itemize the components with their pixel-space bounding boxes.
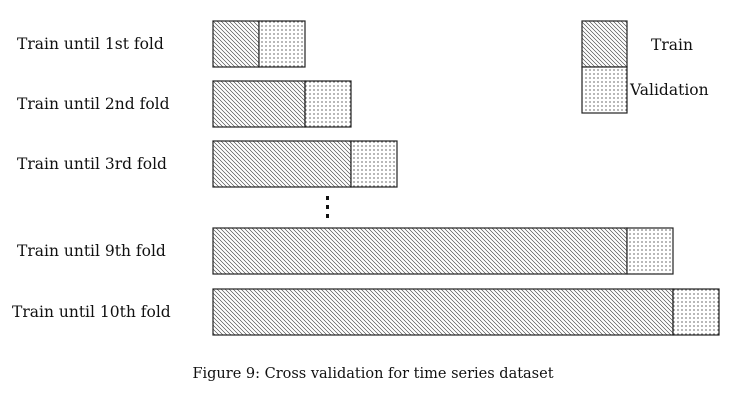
validation-segment-fold-2 xyxy=(304,80,352,128)
legend: Train Validation xyxy=(581,20,709,114)
figure-caption: Figure 9: Cross validation for time seri… xyxy=(192,366,553,382)
validation-segment-fold-4 xyxy=(626,227,674,275)
fold-bars xyxy=(212,20,720,336)
fold-label-9: Train until 9th fold xyxy=(17,242,166,260)
ellipsis-icon xyxy=(326,196,329,218)
validation-segment-fold-1 xyxy=(258,20,306,68)
legend-validation-swatch xyxy=(581,66,628,114)
legend-train-swatch xyxy=(581,20,628,68)
train-segment-fold-1 xyxy=(212,20,260,68)
train-segment-fold-2 xyxy=(212,80,306,128)
train-segment-fold-3 xyxy=(212,140,352,188)
fold-label-1: Train until 1st fold xyxy=(17,35,164,53)
fold-label-10: Train until 10th fold xyxy=(12,303,171,321)
validation-segment-fold-5 xyxy=(672,288,720,336)
legend-validation-label: Validation xyxy=(629,81,709,99)
train-segment-fold-5 xyxy=(212,288,674,336)
legend-train-label: Train xyxy=(651,36,693,54)
train-segment-fold-4 xyxy=(212,227,628,275)
validation-segment-fold-3 xyxy=(350,140,398,188)
fold-label-2: Train until 2nd fold xyxy=(17,95,170,113)
fold-label-3: Train until 3rd fold xyxy=(17,155,167,173)
